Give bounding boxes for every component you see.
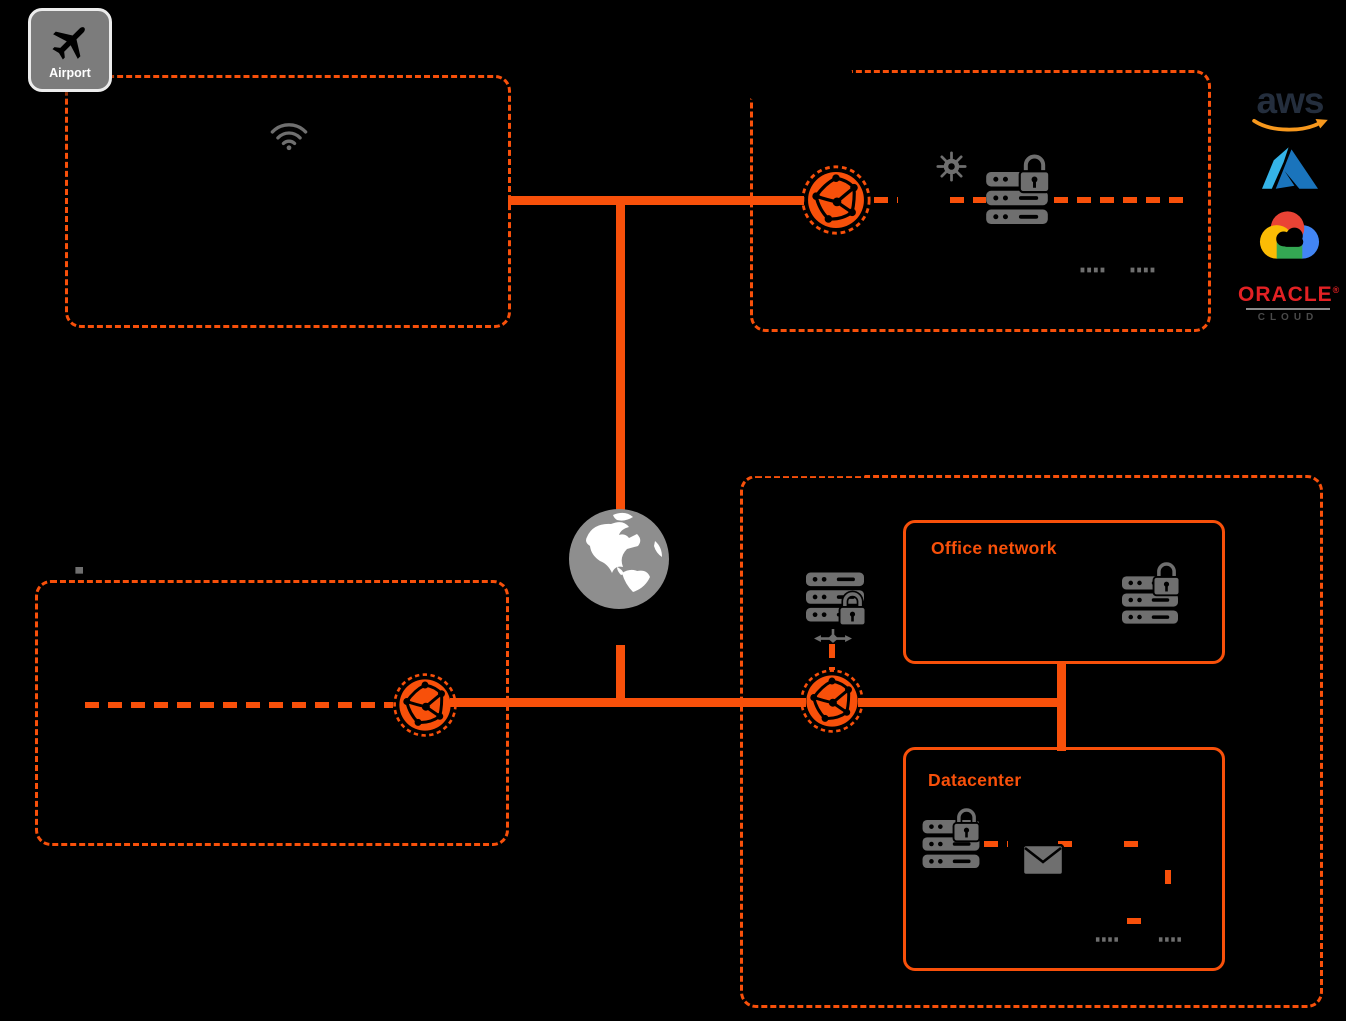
- connection-line: [874, 197, 898, 203]
- oracle-logo-text: ORACLE: [1238, 283, 1333, 306]
- laptop-icon: [264, 620, 348, 680]
- cloud-icon: [736, 26, 852, 102]
- aws-logo-text: aws: [1256, 80, 1325, 121]
- aws-swoosh-icon: [1252, 118, 1328, 135]
- connection-line: [1054, 197, 1186, 203]
- office-network-box: [903, 520, 1225, 664]
- connection-line: [829, 644, 835, 670]
- microsoft-azure-logo: [1262, 146, 1319, 196]
- connection-line: [1127, 918, 1149, 924]
- database-icon: [1116, 118, 1162, 170]
- lock-icon: [952, 806, 981, 843]
- connection-line: [1165, 870, 1171, 894]
- firewall-globe-icon: [392, 672, 458, 738]
- tower-server-icon: [1151, 892, 1188, 950]
- connection-line: [984, 841, 1008, 847]
- earth-globe-icon: [567, 507, 671, 611]
- desktop-icon: [98, 614, 196, 684]
- firewall-globe-icon: [800, 164, 872, 236]
- connection-line: [950, 197, 986, 203]
- office-buildings-icon: [744, 384, 866, 478]
- lock-icon: [838, 590, 867, 627]
- connection-line: [1124, 841, 1146, 847]
- office-network-title: Office network: [931, 538, 1057, 558]
- home-building-icon: [22, 510, 106, 586]
- smartphone-icon: [367, 172, 395, 222]
- desktop-icon: [922, 570, 1004, 628]
- oracle-registered-mark: ®: [1332, 285, 1341, 295]
- airport-badge-label: Airport: [49, 66, 91, 80]
- oracle-cloud-logo: ORACLE® CLOUD: [1238, 283, 1341, 323]
- connection-line: [1057, 661, 1066, 751]
- laptop-icon: [128, 163, 224, 233]
- laptop-icon: [1026, 572, 1102, 626]
- desktop-icon: [262, 736, 360, 806]
- datacenter-title: Datacenter: [928, 770, 1022, 790]
- connection-line: [858, 698, 1062, 707]
- network-connector-icon: [814, 628, 852, 643]
- airport-badge: Airport: [28, 8, 112, 92]
- home-zone-box: [35, 580, 509, 846]
- connection-line: [450, 698, 806, 707]
- firewall-globe-icon: [799, 668, 865, 734]
- lock-icon: [1152, 560, 1181, 597]
- connection-line: [1058, 841, 1080, 847]
- lock-icon: [1018, 152, 1051, 194]
- connection-line: [508, 196, 804, 205]
- oracle-cloud-text: CLOUD: [1257, 312, 1319, 323]
- tower-server-icon: [1072, 217, 1112, 283]
- envelope-icon: [1022, 844, 1064, 876]
- tablet-icon: [266, 167, 311, 226]
- connection-line: [616, 645, 625, 703]
- laptop-icon: [103, 733, 187, 793]
- tower-server-icon: [1088, 892, 1125, 950]
- oracle-logo-divider: [1246, 308, 1330, 310]
- connection-line: [616, 198, 625, 510]
- database-icon: [1064, 118, 1110, 170]
- enterprise-zone-box: [740, 475, 1323, 1008]
- connection-line: [85, 702, 393, 708]
- aws-logo: aws: [1250, 80, 1330, 140]
- airplane-icon: [48, 20, 92, 64]
- database-icon: [1078, 820, 1122, 868]
- datacenter-box: [903, 747, 1225, 971]
- google-cloud-logo: [1256, 207, 1323, 263]
- threat-icon: [936, 151, 967, 182]
- database-icon: [1146, 820, 1190, 868]
- tower-server-icon: [1122, 217, 1162, 283]
- wifi-icon: [270, 120, 308, 151]
